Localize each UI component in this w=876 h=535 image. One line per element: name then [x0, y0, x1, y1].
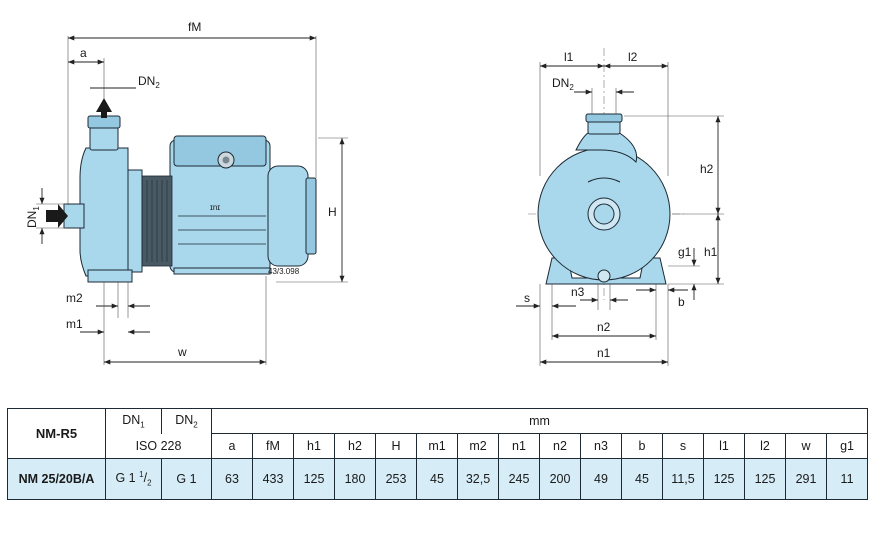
pump-side-view: ɪnɪ 43/3.098 fM a DN2: [25, 20, 348, 365]
dimensions-table: NM-R5 DN1 DN2 mm ISO 228 a fM h1 h2 H m1…: [7, 408, 869, 500]
column-header: l2: [744, 433, 786, 459]
value-cell: 433: [252, 458, 294, 500]
value-cell: 291: [785, 458, 827, 500]
value-cell: 180: [334, 458, 376, 500]
dn2-cell: G 1: [161, 458, 212, 500]
label-DN2: DN2: [138, 74, 160, 90]
unit-header: mm: [210, 408, 869, 434]
column-header: h1: [293, 433, 335, 459]
pump-front-view: l1 l2 DN2 h2 h1 g1 s n3 b: [516, 48, 724, 366]
label-g1: g1: [678, 245, 692, 259]
value-cell: 45: [621, 458, 663, 500]
column-header: g1: [825, 433, 869, 459]
label-H: H: [328, 205, 337, 219]
table-row: NM 25/20B/A G 1 1/2 G 1 63 433 125 180 2…: [7, 458, 869, 500]
value-cell: 11,5: [662, 458, 704, 500]
column-header: m2: [457, 433, 499, 459]
value-cell: 200: [539, 458, 581, 500]
label-n2: n2: [597, 320, 611, 334]
svg-text:ɪnɪ: ɪnɪ: [210, 203, 220, 212]
model-cell: NM 25/20B/A: [7, 458, 106, 500]
label-l2: l2: [628, 50, 638, 64]
technical-drawing: ɪnɪ 43/3.098 fM a DN2: [25, 20, 724, 366]
label-w: w: [177, 345, 187, 359]
label-n1: n1: [597, 346, 611, 360]
column-header: n1: [498, 433, 540, 459]
label-m2: m2: [66, 291, 83, 305]
column-header: a: [211, 433, 253, 459]
label-m1: m1: [66, 317, 83, 331]
dn2-header: DN2: [161, 408, 212, 434]
value-cell: 125: [293, 458, 335, 500]
value-cell: 11: [825, 458, 869, 500]
column-header: H: [375, 433, 417, 459]
model-header: NM-R5: [7, 408, 106, 459]
column-header: b: [621, 433, 663, 459]
column-header: h2: [334, 433, 376, 459]
drawing-code: 43/3.098: [268, 267, 300, 276]
iso-header: ISO 228: [105, 433, 212, 459]
value-cell: 245: [498, 458, 540, 500]
value-cell: 32,5: [457, 458, 499, 500]
label-l1: l1: [564, 50, 574, 64]
value-cell: 125: [744, 458, 786, 500]
label-s: s: [524, 291, 530, 305]
label-h1: h1: [704, 245, 718, 259]
label-DN1: DN1: [25, 206, 41, 228]
column-header: s: [662, 433, 704, 459]
dn1-cell: G 1 1/2: [105, 458, 162, 500]
column-header: w: [785, 433, 827, 459]
value-cell: 45: [416, 458, 458, 500]
label-a: a: [80, 46, 87, 60]
value-cell: 125: [703, 458, 745, 500]
label-b: b: [678, 295, 685, 309]
column-header: l1: [703, 433, 745, 459]
column-header: fM: [252, 433, 294, 459]
column-header: n3: [580, 433, 622, 459]
column-header: m1: [416, 433, 458, 459]
table-header-row-1: NM-R5 DN1 DN2 mm: [7, 408, 869, 459]
value-cell: 63: [211, 458, 253, 500]
label-DN2-front: DN2: [552, 76, 574, 92]
label-fM: fM: [188, 20, 201, 34]
dn1-header: DN1: [105, 408, 162, 434]
value-cell: 253: [375, 458, 417, 500]
value-cell: 49: [580, 458, 622, 500]
column-header: n2: [539, 433, 581, 459]
label-n3: n3: [571, 285, 585, 299]
label-h2: h2: [700, 162, 714, 176]
table-header-row-2: ISO 228 a fM h1 h2 H m1 m2 n1 n2 n3 b s …: [8, 433, 869, 459]
